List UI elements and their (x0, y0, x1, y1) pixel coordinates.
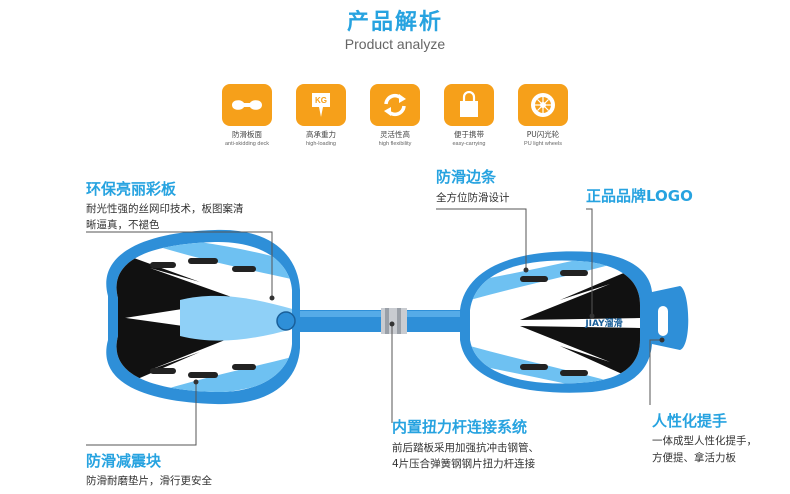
callout-dots (193, 267, 665, 385)
callout-color-deck-title: 环保亮丽彩板 (86, 180, 177, 198)
callout-shock-pad-desc: 防滑耐磨垫片，滑行更安全 (86, 475, 212, 487)
feature-pu-light-wheels: PU闪光轮 PU light wheels (506, 84, 580, 147)
feature-high-flexibility: 灵活性高 high flexibility (358, 84, 432, 147)
callout-leader-lines (86, 208, 660, 446)
callout-torsion-bar-desc-1: 前后踏板采用加强抗冲击钢管、 (392, 442, 539, 454)
wheel-icon (518, 84, 568, 126)
callout-color-deck-desc-2: 晰逼真，不褪色 (86, 219, 160, 231)
callout-color-deck-desc-1: 耐光性强的丝网印技术，板图案清 (86, 203, 244, 215)
brand-logo-text: JIAY溜滑 (584, 317, 622, 329)
callout-anti-slip-edge-desc: 全方位防滑设计 (436, 192, 510, 204)
left-deck (106, 229, 301, 405)
feature-label-en: PU light wheels (524, 141, 562, 147)
deck-icon (222, 84, 272, 126)
callout-handle-title: 人性化提手 (652, 412, 728, 430)
feature-label-en: high flexibility (378, 141, 412, 147)
torsion-bar (270, 308, 490, 334)
flexibility-arrows-icon (370, 84, 420, 126)
feature-high-loading: KG 高承重力 high-loading (284, 84, 358, 147)
page-title: 产品解析 (346, 10, 443, 35)
feature-anti-skidding-deck: 防滑板面 anti-skidding deck (210, 84, 284, 147)
feature-row: 防滑板面 anti-skidding deck KG 高承重力 high-loa… (210, 84, 580, 154)
callout-shock-pad-title: 防滑减震块 (86, 452, 162, 470)
page-subtitle: Product analyze (344, 36, 446, 52)
feature-easy-carrying: 便于携带 easy-carrying (432, 84, 506, 147)
callout-anti-slip-edge-title: 防滑边条 (436, 168, 497, 186)
feature-label: 灵活性高 (380, 130, 410, 139)
kg-weight-icon: KG (296, 84, 346, 126)
feature-label: 防滑板面 (232, 130, 262, 139)
svg-text:KG: KG (315, 96, 327, 105)
feature-label: 高承重力 (306, 130, 336, 139)
callout-handle-desc-1: 一体成型人性化提手， (652, 435, 757, 447)
right-deck: JIAY溜滑 (460, 251, 689, 393)
callout-logo-title: 正品品牌LOGO (586, 187, 693, 205)
feature-label: 便于携带 (454, 130, 484, 139)
callout-torsion-bar-title: 内置扭力杆连接系统 (392, 418, 528, 436)
feature-label-en: anti-skidding deck (224, 141, 270, 147)
feature-label-en: high-loading (306, 141, 336, 147)
callout-torsion-bar-desc-2: 4片压合弹簧钢钢片扭力杆连接 (392, 458, 536, 470)
callout-handle-desc-2: 方便提、拿活力板 (652, 452, 736, 464)
feature-label-en: easy-carrying (452, 141, 486, 147)
handle-slot (658, 306, 668, 336)
feature-label: PU闪光轮 (526, 130, 560, 139)
shopping-bag-icon (444, 84, 494, 126)
